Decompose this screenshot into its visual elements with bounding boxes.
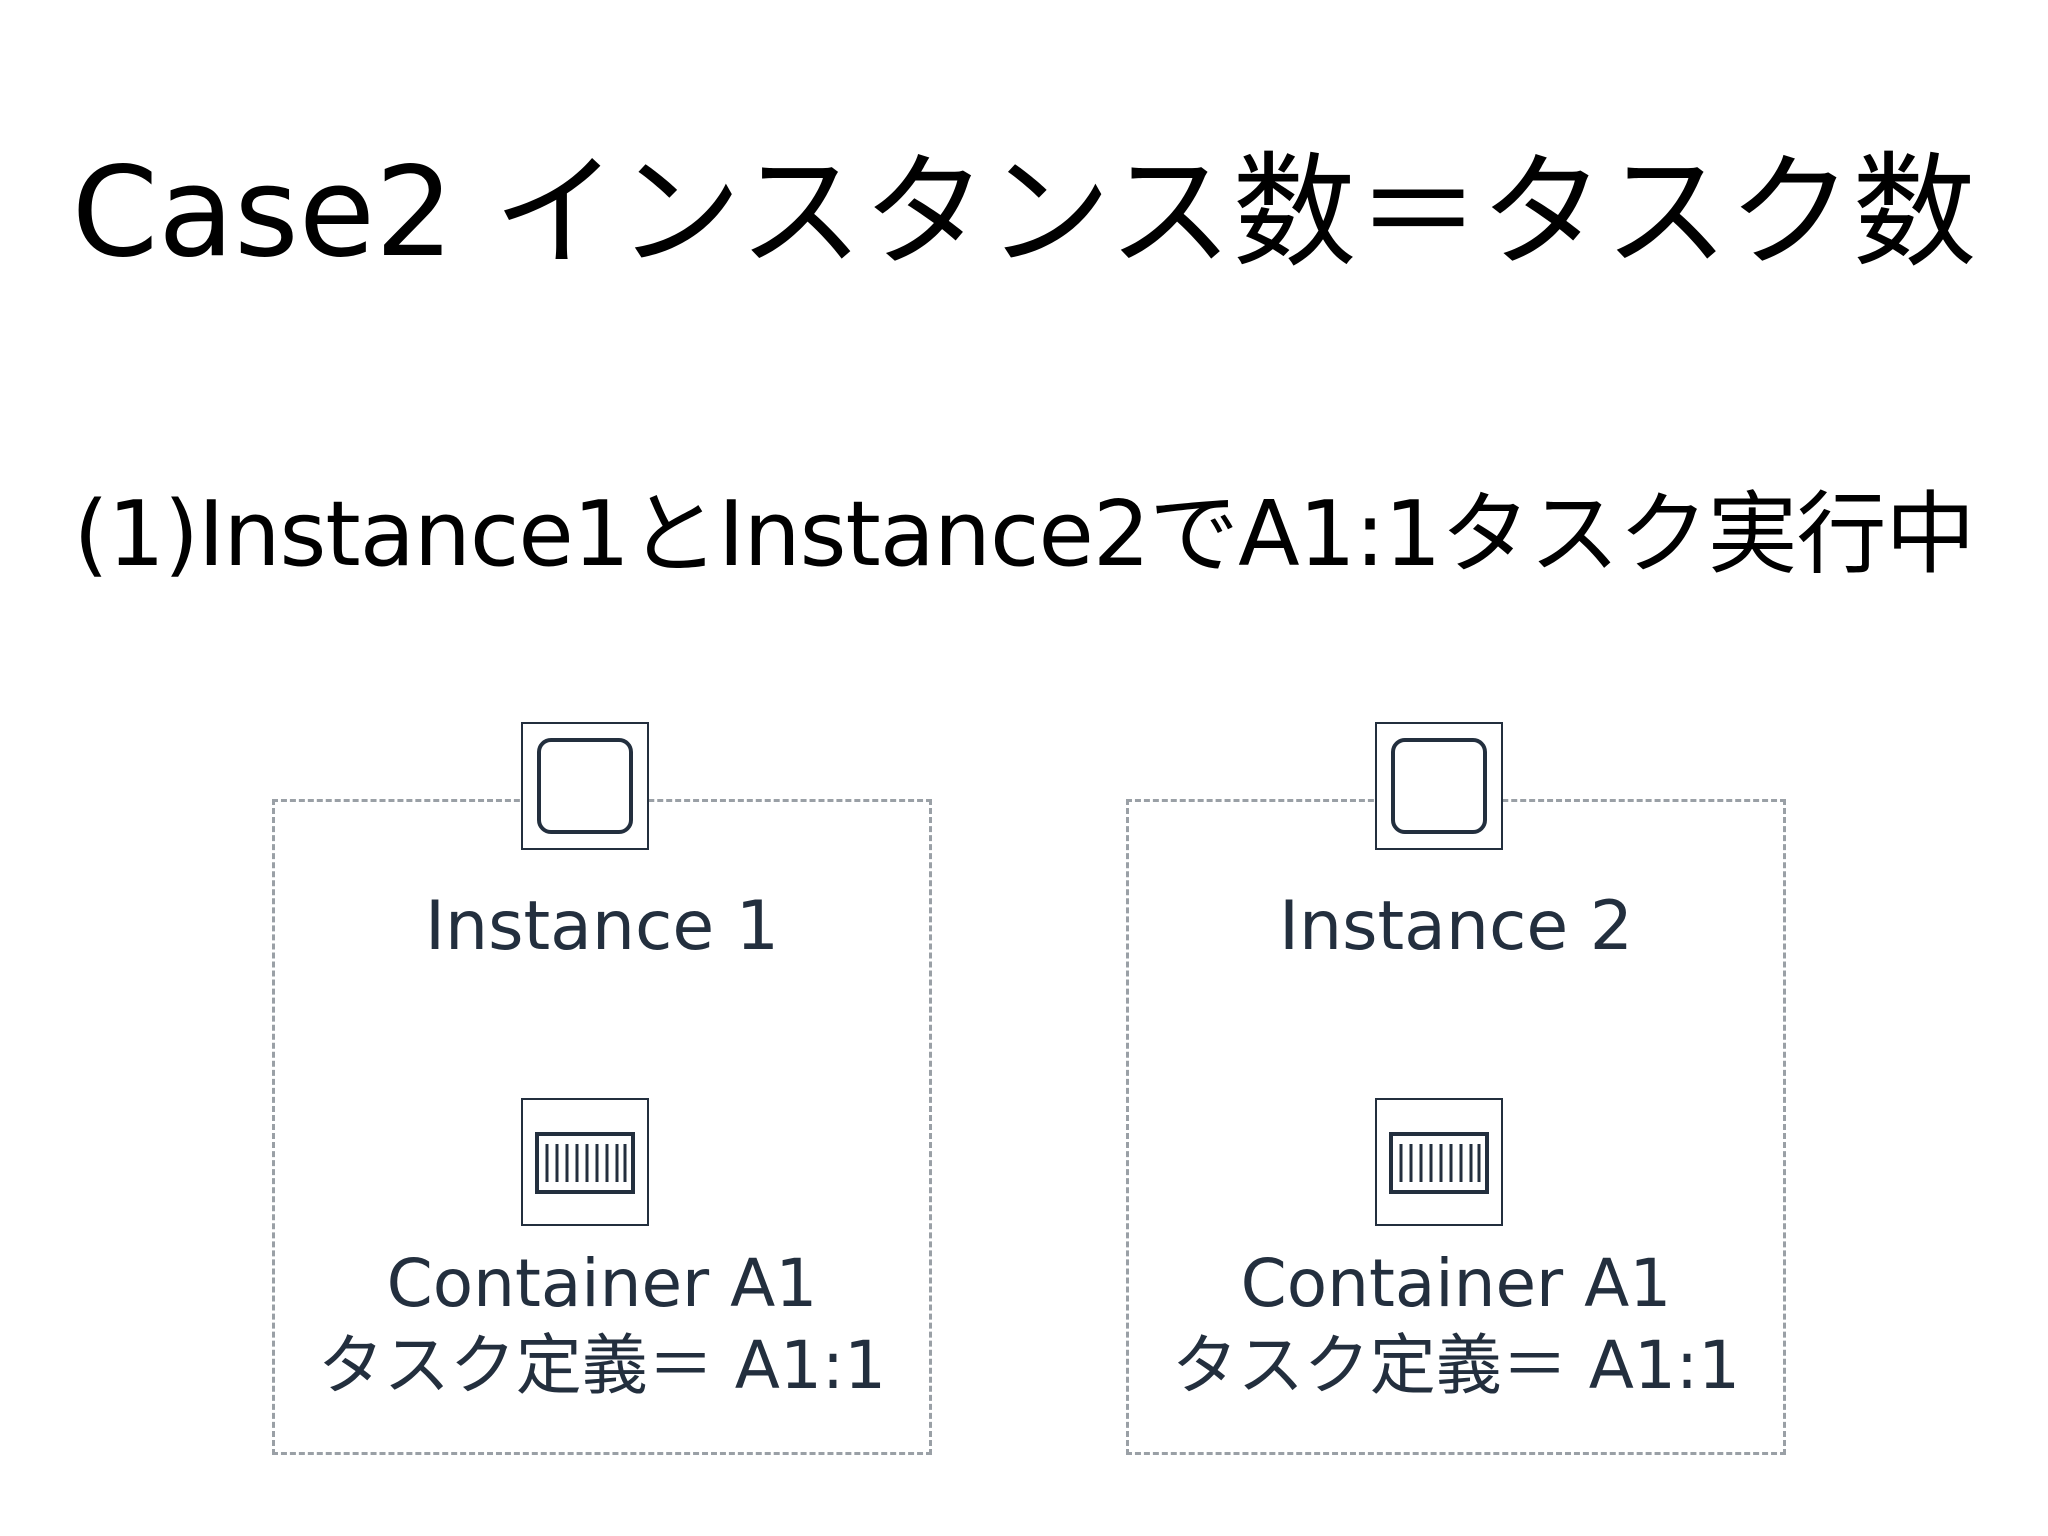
container-icon bbox=[521, 1098, 649, 1226]
ec2-instance-icon bbox=[1375, 722, 1503, 850]
container-1-label: Container A1 bbox=[386, 1245, 818, 1322]
instance-1-group: Instance 1 Container A1 タスク定義＝ A1:1 bbox=[272, 722, 932, 1455]
instance-1-label: Instance 1 bbox=[424, 887, 780, 966]
instance-2-group: Instance 2 Container A1 タスク定義＝ A1:1 bbox=[1126, 722, 1786, 1455]
ec2-instance-icon bbox=[521, 722, 649, 850]
slide-subtitle: (1)Instance1とInstance2でA1:1タスク実行中 bbox=[73, 482, 1975, 587]
container-2-label: Container A1 bbox=[1240, 1245, 1672, 1322]
instance-2-label: Instance 2 bbox=[1278, 887, 1634, 966]
container-1-task-definition: タスク定義＝ A1:1 bbox=[317, 1327, 887, 1404]
container-2-task-definition: タスク定義＝ A1:1 bbox=[1171, 1327, 1741, 1404]
container-icon bbox=[1375, 1098, 1503, 1226]
slide-title: Case2 インスタンス数＝タスク数 bbox=[71, 141, 1977, 285]
